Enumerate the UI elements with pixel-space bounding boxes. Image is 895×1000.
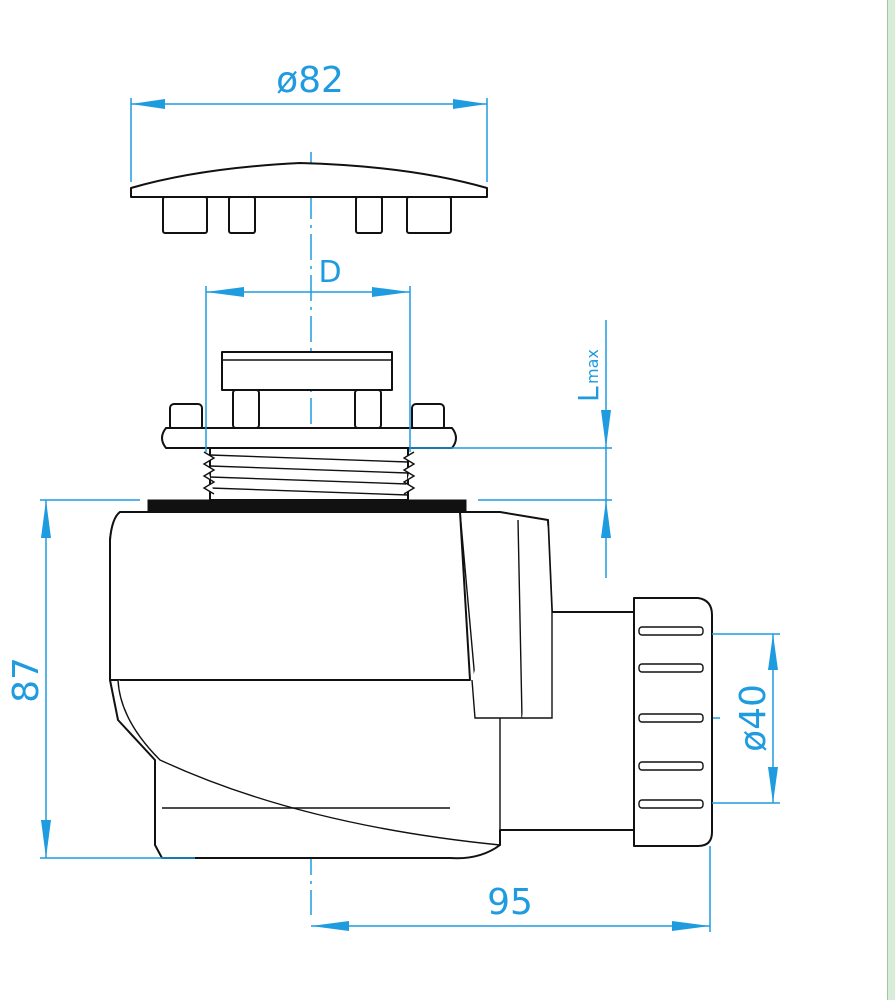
height-label: 87 (6, 657, 47, 703)
dimension-length-max (410, 320, 612, 578)
length-max-label: L max (572, 349, 605, 402)
dimension-width (311, 846, 711, 932)
thread-diameter-label: D (318, 255, 341, 290)
dimension-cap-diameter (130, 98, 488, 182)
dimension-outlet-diameter (712, 633, 780, 804)
thread (202, 447, 416, 501)
length-max-sub: max (583, 349, 602, 384)
dimension-thread-diameter (205, 286, 411, 452)
length-max-base: L (572, 386, 605, 402)
cap-diameter-label: ø82 (276, 60, 344, 101)
gasket (147, 499, 467, 513)
siphon-body (109, 511, 635, 860)
page-edge-strip (887, 0, 895, 1000)
outlet-nut (633, 597, 713, 847)
outlet-diameter-label: ø40 (733, 684, 774, 752)
drain-cap (130, 162, 488, 234)
width-label: 95 (487, 882, 533, 923)
dimension-height (40, 499, 195, 859)
